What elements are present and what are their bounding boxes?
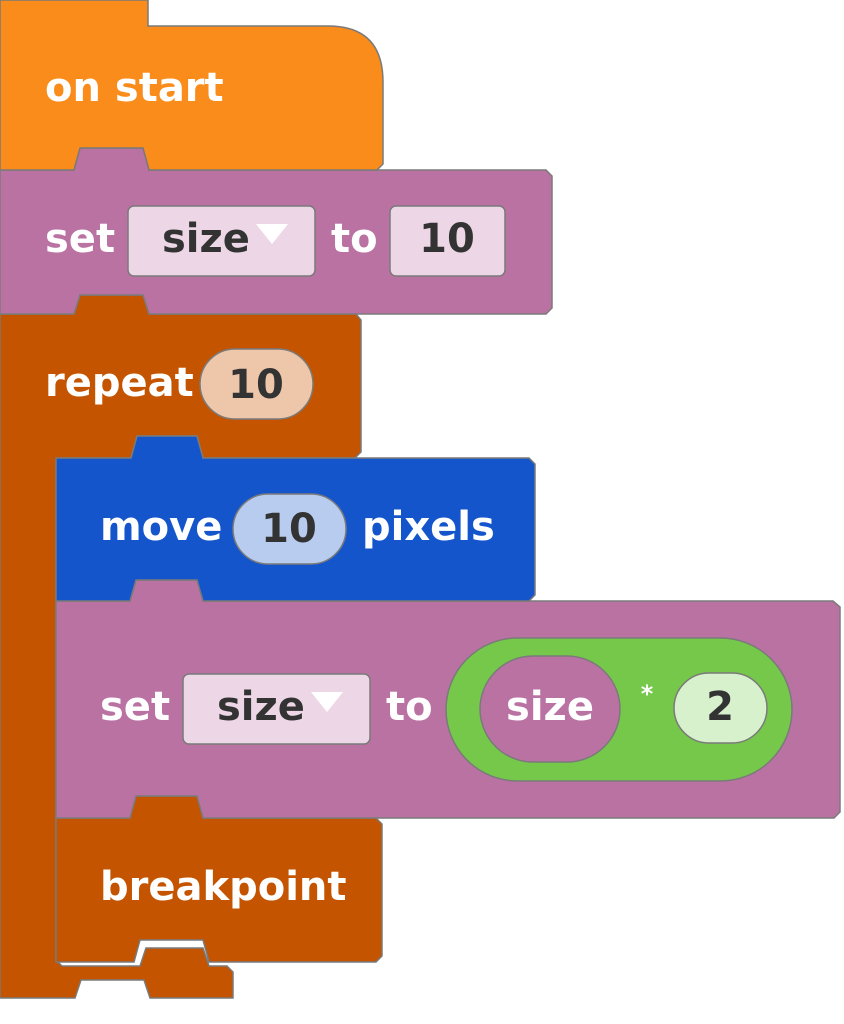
set-size-math-variable-dropdown[interactable]: size [182,673,371,745]
set-size-value-input[interactable]: 10 [389,205,506,277]
left-operand-label: size [506,684,594,730]
set-size-value: 10 [419,216,475,262]
repeat-label: repeat [45,360,194,406]
repeat-times-input[interactable]: 10 [199,348,314,420]
move-distance-value: 10 [261,506,317,552]
set-size-math-block[interactable]: set size to size * 2 [55,579,841,819]
set-size-variable-name: size [162,216,250,262]
on-start-block[interactable]: on start [0,0,384,171]
move-block[interactable]: move 10 pixels [55,435,536,602]
multiply-expression-block[interactable]: size * 2 [445,637,793,782]
caret-down-icon [256,224,288,244]
right-operand-value: 2 [706,684,734,730]
set-size-math-variable-name: size [217,684,305,730]
set-size-math-label: set [100,684,170,730]
on-start-block-body [0,0,384,171]
move-unit-label: pixels [362,504,495,550]
caret-down-icon [311,692,343,712]
left-operand-variable[interactable]: size [479,655,621,763]
set-size-math-to-label: to [386,684,433,730]
set-size-block[interactable]: set size to 10 [0,147,553,315]
repeat-times-value: 10 [228,362,284,408]
set-size-variable-dropdown[interactable]: size [127,205,316,277]
move-distance-input[interactable]: 10 [232,493,347,565]
right-operand-input[interactable]: 2 [673,672,768,744]
on-start-label: on start [45,65,224,111]
set-size-to-label: to [331,216,378,262]
breakpoint-label: breakpoint [100,864,347,910]
multiply-operator: * [641,680,654,708]
set-size-label: set [45,216,115,262]
move-label: move [100,504,222,550]
breakpoint-block[interactable]: breakpoint [55,795,383,963]
